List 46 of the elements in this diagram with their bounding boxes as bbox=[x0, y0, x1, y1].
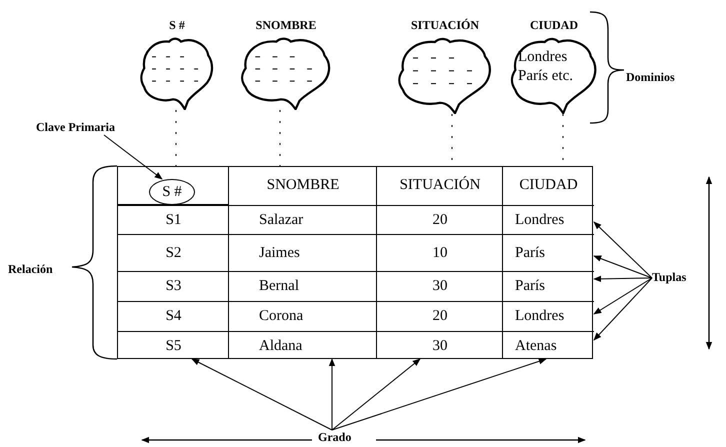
city-name: París bbox=[515, 244, 545, 262]
city-name: Londres bbox=[515, 210, 564, 228]
supplier-name: Corona bbox=[259, 307, 304, 325]
bracket-label: Relación bbox=[8, 262, 53, 277]
supplier-id: S4 bbox=[164, 307, 182, 325]
column-header: SITUACIÓN bbox=[398, 177, 482, 194]
relation-table bbox=[117, 166, 593, 359]
arrow bbox=[593, 256, 652, 278]
arrow bbox=[104, 134, 163, 180]
domain-title: S # bbox=[168, 18, 186, 33]
arrow bbox=[332, 358, 547, 430]
bracket-label: Dominios bbox=[626, 70, 675, 85]
supplier-name: Aldana bbox=[259, 336, 302, 354]
domain-title: SITUACIÓN bbox=[410, 18, 480, 33]
supplier-id: S3 bbox=[164, 277, 182, 295]
annotation-label: Clave Primaria bbox=[36, 120, 132, 135]
annotation-label: Grado bbox=[318, 430, 370, 446]
status-value: 20 bbox=[432, 210, 448, 228]
domain-title: CIUDAD bbox=[529, 18, 579, 33]
supplier-id: S2 bbox=[164, 244, 182, 262]
supplier-name: Bernal bbox=[259, 277, 299, 295]
arrow bbox=[593, 278, 652, 341]
column-header: SNOMBRE bbox=[266, 177, 340, 194]
supplier-id: S5 bbox=[164, 336, 182, 354]
key-ellipse: S # bbox=[149, 179, 195, 205]
arrow bbox=[593, 221, 652, 278]
city-name: París bbox=[515, 277, 545, 295]
domain-cloud bbox=[138, 18, 216, 110]
arrow bbox=[593, 278, 652, 314]
domain-values: Londres París etc. bbox=[518, 48, 574, 86]
supplier-id: S1 bbox=[164, 210, 182, 228]
domain-title: SNOMBRE bbox=[254, 18, 318, 33]
supplier-name: Jaimes bbox=[259, 244, 300, 262]
arrow bbox=[191, 358, 332, 430]
arrow bbox=[332, 358, 421, 430]
city-name: Londres bbox=[515, 307, 564, 325]
annotation-label: Tuplas bbox=[652, 270, 700, 287]
status-value: 30 bbox=[432, 336, 448, 354]
status-value: 30 bbox=[432, 277, 448, 295]
status-value: 10 bbox=[432, 244, 448, 262]
arrow bbox=[328, 358, 336, 430]
supplier-name: Salazar bbox=[259, 210, 304, 228]
status-value: 20 bbox=[432, 307, 448, 325]
city-name: Atenas bbox=[515, 336, 557, 354]
column-header: CIUDAD bbox=[518, 177, 579, 194]
arrow bbox=[593, 276, 652, 282]
